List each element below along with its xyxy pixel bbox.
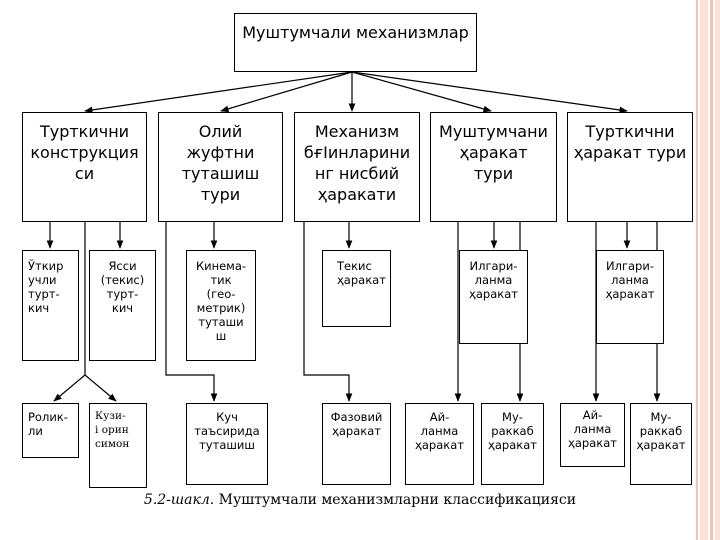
decorative-stripes <box>686 0 720 540</box>
caption-text: Муштумчали механизмларни классификацияси <box>214 492 577 508</box>
node-translational-motion-cam: Илгари- ланма ҳаракат <box>459 250 528 344</box>
arrow-l1-3-b <box>303 222 353 402</box>
node-kinematic-contact: Кинема- тик (гео- метрик) туташи ш <box>186 250 256 361</box>
node-pusher-motion: Турткични ҳаракат тури <box>567 112 693 222</box>
node-cam-motion: Муштумчани ҳаракат тури <box>430 112 557 222</box>
node-spatial-motion: Фазовий ҳаракат <box>322 403 391 485</box>
node-translational-motion-pusher: Илгари- ланма ҳаракат <box>596 250 664 344</box>
arrow-l1-2-b <box>165 222 218 402</box>
caption-number: 5.2-шакл. <box>143 492 215 508</box>
node-contact-type: Олий жуфтни туташиш тури <box>158 112 283 222</box>
node-pusher-design: Турткични конструкция си <box>22 112 147 222</box>
node-mushroom: Кузи- і орин симон <box>89 403 147 488</box>
node-rotational-motion-pusher: Ай- ланма ҳаракат <box>560 403 625 467</box>
node-sharp-pusher: Ўткир учли турт- кич <box>22 250 79 361</box>
arrow-root-l1-5 <box>351 71 628 114</box>
node-complex-motion-pusher: Му- раккаб ҳаракат <box>630 403 692 485</box>
node-planar-motion: Текис ҳаракат <box>322 250 391 327</box>
node-complex-motion-cam: Му- раккаб ҳаракат <box>481 403 544 485</box>
arrow-root-l1-4 <box>351 71 492 113</box>
arrow-root-l1-2 <box>220 71 353 113</box>
node-roller: Ролик- ли <box>22 403 79 458</box>
node-flat-pusher: Ясси (текис) турт- кич <box>89 250 156 361</box>
arrow-l1-1-flat <box>84 374 117 402</box>
node-force-contact: Куч таъсирида туташиш <box>186 403 268 485</box>
node-rotational-motion-cam: Ай- ланма ҳаракат <box>405 403 474 485</box>
arrow-root-l1-1 <box>84 71 353 114</box>
root-node: Муштумчали механизмлар <box>234 13 477 72</box>
node-relative-motion: Механизм бғІинларини нг нисбий ҳаракати <box>294 112 420 222</box>
arrow-l1-1-roller <box>53 374 86 402</box>
figure-caption: 5.2-шакл. Муштумчали механизмларни класс… <box>0 492 720 508</box>
